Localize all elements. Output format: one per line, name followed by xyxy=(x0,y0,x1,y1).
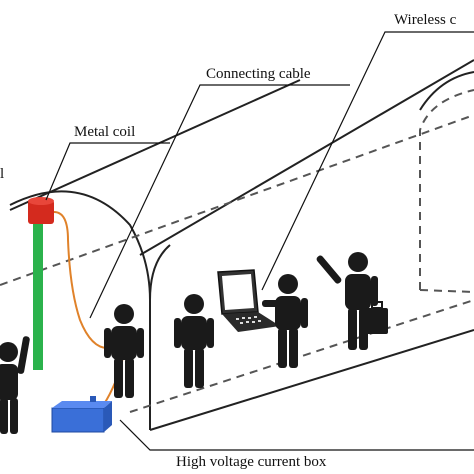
label-left-fragment: l xyxy=(0,166,4,182)
person-with-laptop xyxy=(262,274,308,368)
leader-coil xyxy=(45,142,170,201)
people xyxy=(0,252,388,434)
dashed-far-floor xyxy=(419,289,474,293)
leader-cable xyxy=(89,84,350,319)
label-metal-coil: Metal coil xyxy=(74,124,135,140)
metal-coil xyxy=(28,200,54,224)
label-connecting-cable: Connecting cable xyxy=(206,66,311,82)
dashed-floor-line xyxy=(129,299,474,413)
front-arch xyxy=(9,190,151,430)
tunnel-top-edge-back xyxy=(139,59,474,256)
inner-arch xyxy=(149,244,171,301)
dashed-far-arch xyxy=(419,89,474,290)
far-arch xyxy=(419,71,474,111)
tunnel-dashed-lines xyxy=(0,89,474,413)
tunnel-top-edge-front xyxy=(9,79,301,211)
laptop xyxy=(217,269,280,332)
person-with-briefcase xyxy=(316,252,388,350)
tunnel-floor-edge xyxy=(149,329,474,431)
dashed-mid-line xyxy=(0,114,474,286)
current-box xyxy=(51,396,112,433)
person-left xyxy=(0,336,30,434)
leader-lines xyxy=(45,31,474,451)
person-near-box xyxy=(104,304,144,398)
metal-coil-top xyxy=(28,197,54,205)
label-current-box: High voltage current box xyxy=(176,454,327,470)
tunnel-structure xyxy=(9,59,474,431)
green-rod xyxy=(33,220,43,370)
label-wireless: Wireless c xyxy=(394,12,457,28)
connecting-cable-line xyxy=(53,211,124,405)
briefcase xyxy=(366,308,388,334)
leader-wireless xyxy=(261,31,474,291)
leader-box xyxy=(119,419,474,451)
person-inside-1 xyxy=(174,294,214,388)
